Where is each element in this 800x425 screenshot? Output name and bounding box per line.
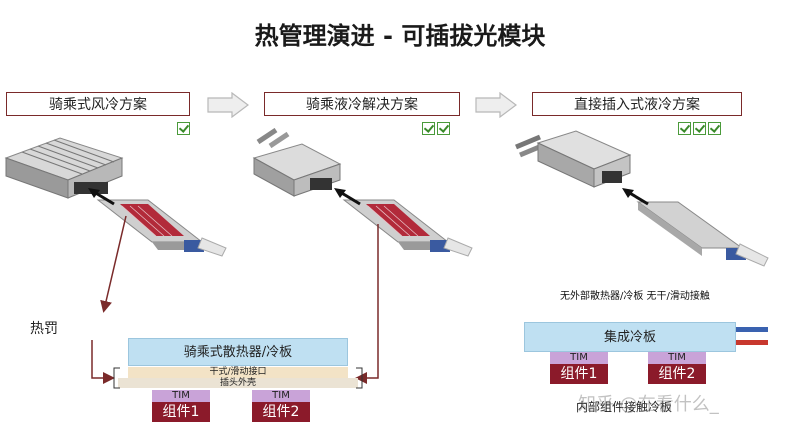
chevron-arrow-icon bbox=[475, 92, 517, 118]
pluggable-module-illustration bbox=[342, 199, 473, 257]
checkbox-check-icon bbox=[693, 122, 706, 135]
component-block: 组件2 bbox=[252, 402, 310, 422]
chevron-arrow-icon bbox=[207, 92, 249, 118]
tim-pad: TIM bbox=[550, 352, 608, 364]
riding-heatsink-cage-illustration bbox=[4, 137, 124, 199]
tim-pad: TIM bbox=[648, 352, 706, 364]
direct-plug-cage-illustration bbox=[515, 130, 632, 188]
bracket-lines bbox=[113, 367, 363, 389]
checks-air bbox=[177, 122, 190, 135]
riding-heatsink-layer: 骑乘式散热器/冷板 bbox=[128, 338, 348, 366]
checkbox-check-icon bbox=[678, 122, 691, 135]
thermal-penalty-label: 热罚 bbox=[30, 321, 58, 337]
interface-layer: 干式/滑动接口 bbox=[128, 367, 348, 378]
solution-box-air-riding: 骑乘式风冷方案 bbox=[6, 92, 190, 116]
component-block: 组件2 bbox=[648, 364, 706, 384]
insert-arrow-icon bbox=[88, 188, 115, 206]
insert-arrow-icon bbox=[622, 188, 649, 206]
watermark: 知乎 @在看什么_ bbox=[578, 394, 719, 415]
coolant-pipe-icon bbox=[736, 340, 768, 345]
checkbox-check-icon bbox=[422, 122, 435, 135]
pluggable-module-illustration bbox=[636, 201, 769, 267]
checkbox-check-icon bbox=[177, 122, 190, 135]
component-block: 组件1 bbox=[550, 364, 608, 384]
page-title: 热管理演进 - 可插拔光模块 bbox=[254, 22, 546, 50]
solution-box-liquid-riding: 骑乘液冷解决方案 bbox=[264, 92, 460, 116]
tim-pad: TIM bbox=[252, 390, 310, 402]
insert-arrow-icon bbox=[334, 188, 361, 206]
shell-layer: 插头外壳 bbox=[118, 378, 358, 388]
tim-pad: TIM bbox=[152, 390, 210, 402]
footer-caption: 内部组件接触冷板 bbox=[576, 400, 673, 414]
checkbox-check-icon bbox=[437, 122, 450, 135]
no-external-sink-note: 无外部散热器/冷板 无干/滑动接触 bbox=[560, 291, 710, 302]
solution-label: 骑乘液冷解决方案 bbox=[306, 97, 418, 113]
component-block: 组件1 bbox=[152, 402, 210, 422]
checks-liquid-riding bbox=[422, 122, 450, 135]
solution-label: 骑乘式风冷方案 bbox=[49, 97, 147, 113]
liquid-riding-cage-illustration bbox=[252, 128, 342, 197]
coolant-pipe-icon bbox=[736, 327, 768, 332]
checks-direct-liquid bbox=[678, 122, 721, 135]
checkbox-check-icon bbox=[708, 122, 721, 135]
integrated-cold-plate: 集成冷板 bbox=[524, 322, 736, 352]
solution-label: 直接插入式液冷方案 bbox=[574, 97, 700, 113]
solution-box-direct-liquid: 直接插入式液冷方案 bbox=[532, 92, 742, 116]
pluggable-module-illustration bbox=[96, 199, 227, 257]
